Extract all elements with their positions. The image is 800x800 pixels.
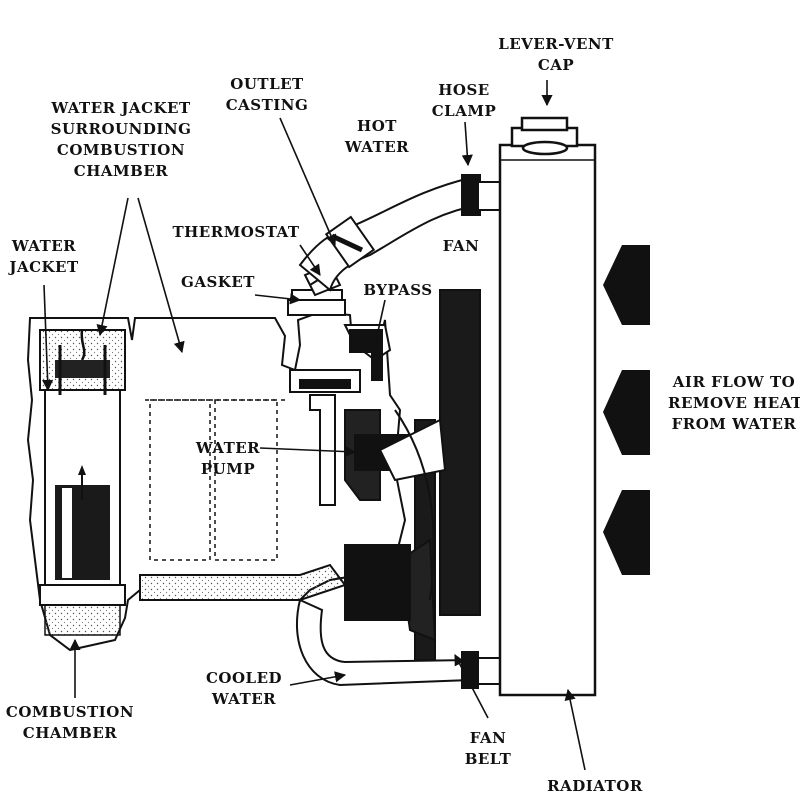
upper-hose [298, 174, 501, 292]
label-outlet-casting: OUTLET CASTING [225, 75, 309, 114]
label-fan: FAN [442, 237, 480, 255]
air-arrow-2 [603, 370, 650, 455]
label-thermostat: THERMOSTAT [172, 223, 300, 241]
piston [39, 329, 126, 636]
label-hose-clamp: HOSE CLAMP [431, 81, 497, 120]
leader-lines [42, 80, 586, 771]
label-cooled-water: COOLED WATER [205, 669, 283, 708]
label-fan-belt: FAN BELT [464, 729, 512, 768]
air-flow-arrows [603, 245, 650, 575]
fan-assembly [344, 289, 481, 661]
label-bypass: BYPASS [363, 281, 433, 299]
label-water-jacket-surrounding: WATER JACKET SURROUNDING COMBUSTION CHAM… [50, 99, 192, 180]
label-radiator: RADIATOR [547, 777, 643, 795]
radiator [498, 116, 597, 697]
label-water-jacket: WATER JACKET [9, 237, 79, 276]
label-hot-water: HOT WATER [344, 117, 410, 156]
water-pump-body [289, 324, 416, 506]
air-arrow-1 [603, 245, 650, 325]
label-lever-vent-cap: LEVER-VENT CAP [498, 35, 614, 74]
label-water-pump: WATER PUMP [195, 439, 261, 478]
label-gasket: GASKET [181, 273, 255, 291]
bottom-passage [139, 563, 347, 601]
label-combustion-chamber: COMBUSTION CHAMBER [5, 703, 135, 742]
label-air-flow: AIR FLOW TO REMOVE HEAT FROM WATER [668, 373, 800, 433]
air-arrow-3 [603, 490, 650, 575]
